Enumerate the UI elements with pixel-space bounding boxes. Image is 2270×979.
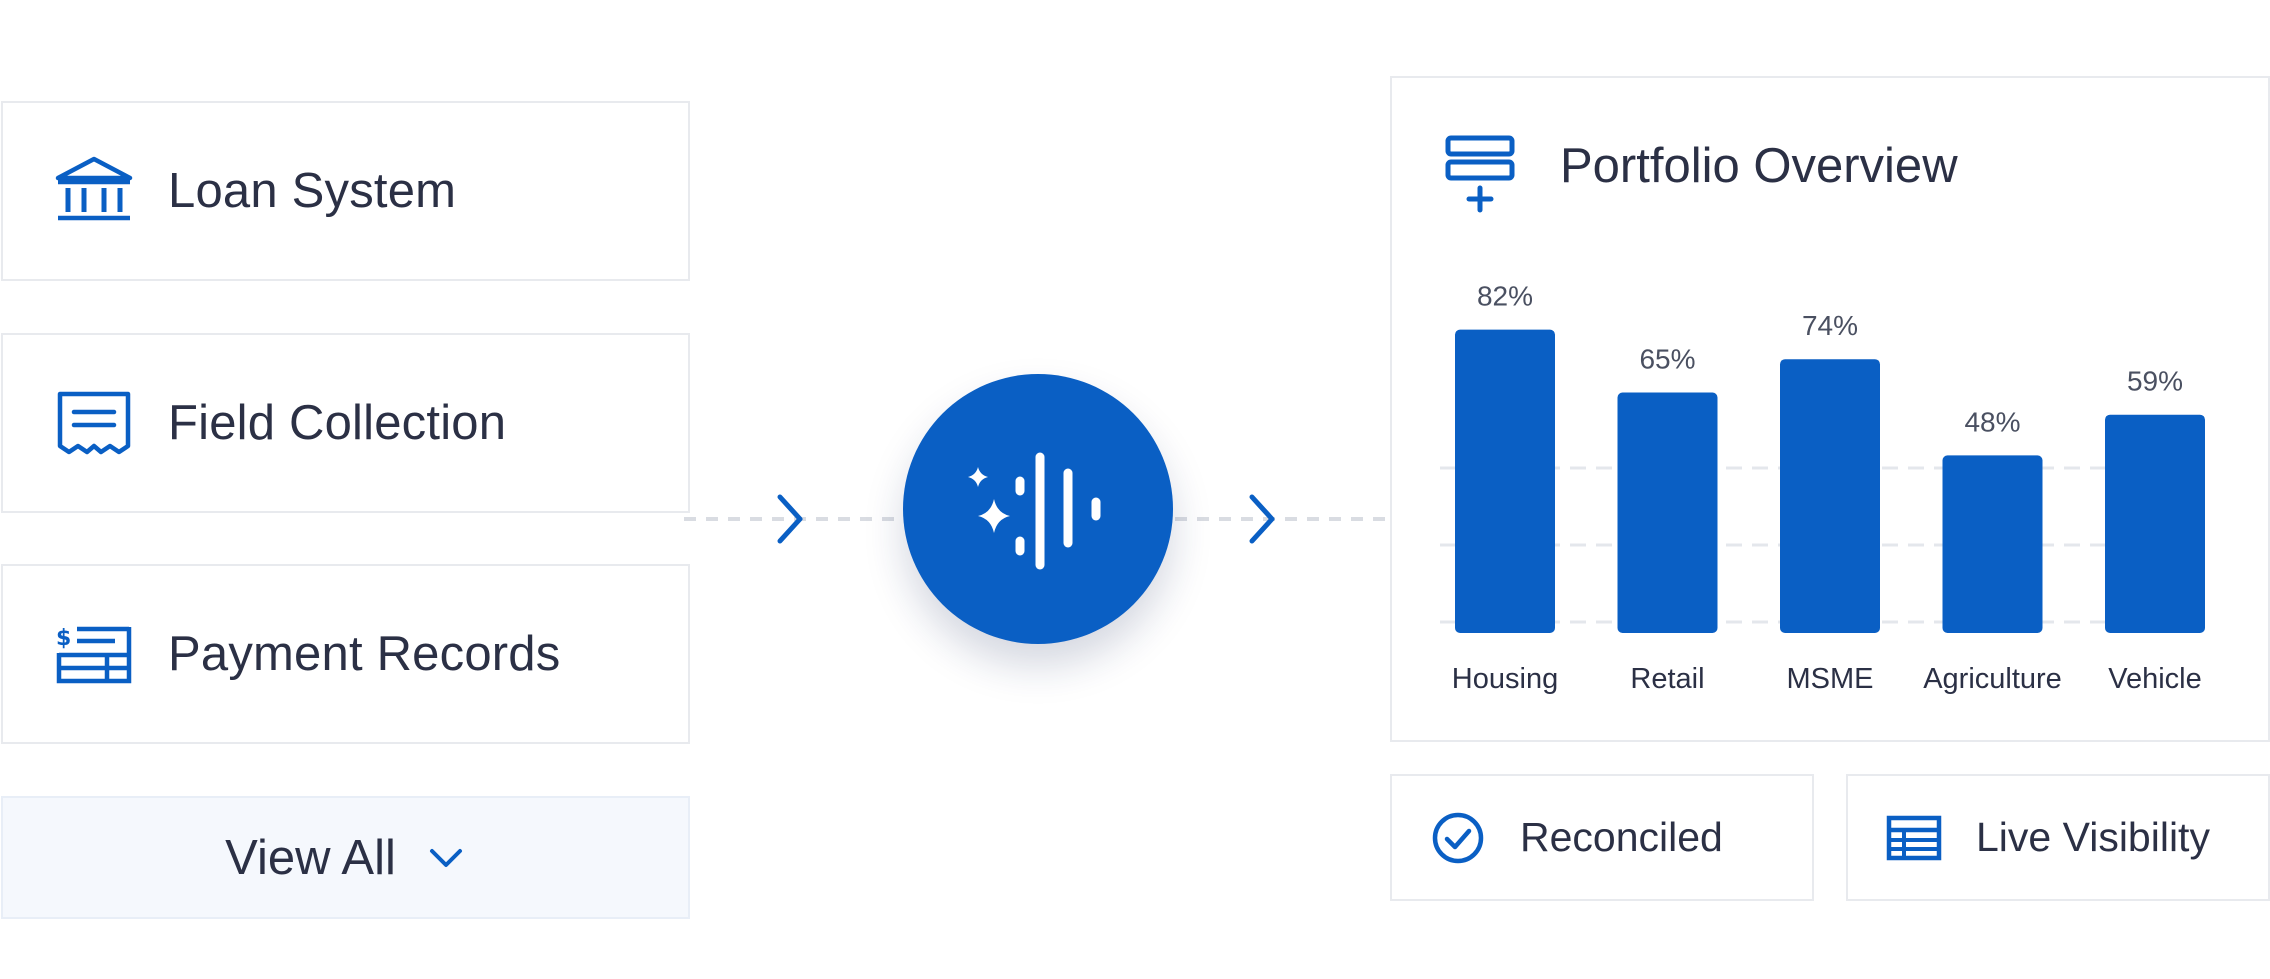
view-all-button[interactable]: View All — [1, 796, 690, 919]
source-card-payment-records[interactable]: $ Payment Records — [1, 564, 690, 744]
portfolio-bar-chart: 82% Housing 65% Retail 74% MSME 48% Agriculture… — [1440, 281, 2205, 695]
category-label: MSME — [1787, 663, 1874, 695]
live-visibility-badge: Live Visibility — [1846, 774, 2270, 901]
chevron-right-icon — [770, 489, 810, 549]
table-icon — [1884, 808, 1944, 868]
source-card-field-collection[interactable]: Field Collection — [1, 333, 690, 513]
bar-retail — [1617, 392, 1718, 633]
bank-icon — [52, 149, 136, 233]
badge-label: Live Visibility — [1976, 814, 2210, 860]
data-label: 59% — [2127, 366, 2183, 397]
layers-plus-icon — [1444, 134, 1516, 218]
data-label: 65% — [1639, 344, 1695, 375]
connector-left — [684, 517, 902, 521]
connector-right — [1175, 517, 1390, 521]
portfolio-overview-panel: Portfolio Overview 82% Housing 65% Retail 74… — [1390, 76, 2270, 742]
receipt-icon — [52, 381, 136, 465]
panel-title: Portfolio Overview — [1560, 139, 1958, 193]
data-label: 82% — [1477, 281, 1533, 312]
chevron-right-icon — [1242, 489, 1282, 549]
source-card-label: Payment Records — [168, 627, 561, 681]
view-all-label: View All — [225, 830, 396, 885]
bar-vehicle — [2105, 414, 2205, 633]
badge-label: Reconciled — [1520, 814, 1723, 860]
data-label: 74% — [1802, 310, 1858, 341]
reconciled-badge: Reconciled — [1390, 774, 1814, 901]
svg-text:$: $ — [56, 626, 71, 651]
category-label: Retail — [1630, 663, 1704, 695]
bar-housing — [1455, 329, 1555, 633]
check-circle-icon — [1428, 808, 1488, 868]
category-label: Housing — [1452, 663, 1558, 695]
category-label: Agriculture — [1923, 663, 2062, 695]
source-card-loan-system[interactable]: Loan System — [1, 101, 690, 281]
ai-processing-hub[interactable] — [903, 374, 1173, 644]
bar-msme — [1780, 359, 1880, 633]
source-card-label: Field Collection — [168, 396, 507, 450]
chevron-down-icon — [426, 838, 466, 878]
category-label: Vehicle — [2108, 663, 2202, 695]
source-card-label: Loan System — [168, 164, 457, 218]
bar-agriculture — [1942, 455, 2043, 633]
ai-sparkle-icon — [958, 437, 1118, 582]
data-label: 48% — [1964, 406, 2020, 437]
ledger-icon: $ — [52, 612, 136, 696]
